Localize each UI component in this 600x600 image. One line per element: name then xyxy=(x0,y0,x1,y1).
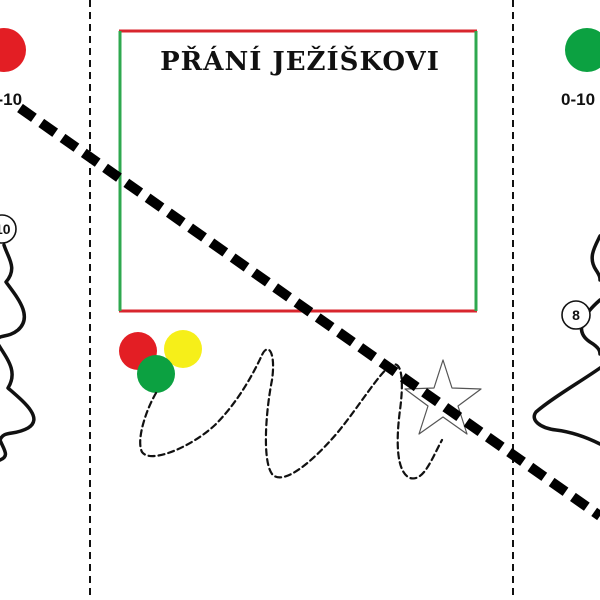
card-title: PŘÁNÍ JEŽÍŠKOVI xyxy=(160,45,440,77)
center-panel: PŘÁNÍ JEŽÍŠKOVI xyxy=(118,29,482,480)
left-red-dot xyxy=(0,28,26,72)
left-panel: 0-10 10 xyxy=(0,28,36,462)
left-tree-outline xyxy=(0,243,36,462)
garland-tracing-path xyxy=(139,348,444,480)
right-panel: 0-10 8 xyxy=(532,28,600,446)
left-range-label: 0-10 xyxy=(0,90,22,109)
right-tree-outline xyxy=(532,234,600,446)
green-ball xyxy=(137,355,175,393)
left-tree-number-circle xyxy=(0,214,17,244)
yellow-ball xyxy=(164,330,202,368)
right-green-dot xyxy=(565,28,600,72)
right-range-label: 0-10 xyxy=(561,90,595,109)
left-tree-number: 10 xyxy=(0,221,11,237)
right-tree-number-circle xyxy=(561,300,591,330)
right-tree-number: 8 xyxy=(572,307,580,323)
diagonal-cut-line xyxy=(17,103,600,521)
